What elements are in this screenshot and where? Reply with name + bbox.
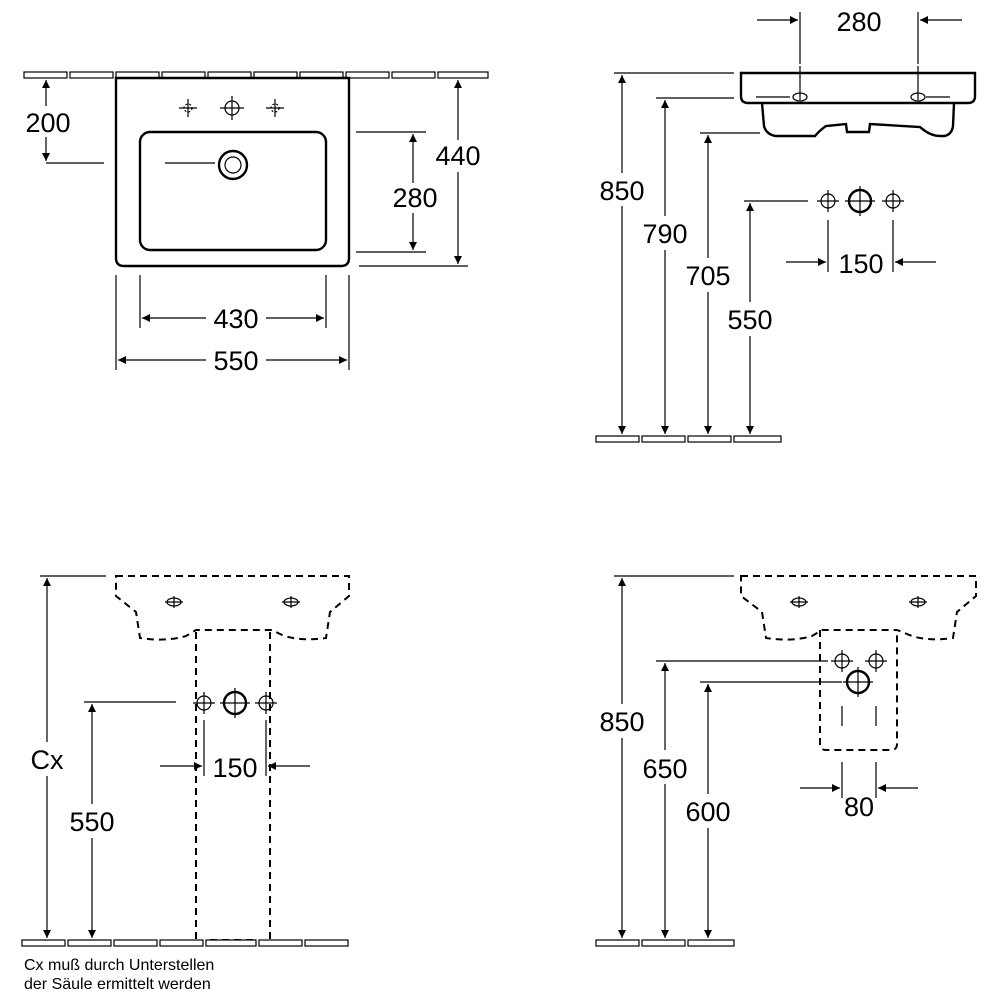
dim-width-outer: 550 (213, 346, 258, 376)
tap-hole-icon (220, 96, 244, 120)
dim-bowl-depth: 280 (392, 183, 437, 213)
dim-tap-offset: 200 (25, 108, 70, 138)
note-line-1: Cx muß durch Unterstellen (24, 957, 214, 974)
semi-pedestal-hidden (819, 630, 898, 751)
dim-cx: Cx (31, 745, 64, 775)
floor-line (595, 939, 735, 947)
drain-icon (165, 149, 249, 181)
dim-depth: 440 (435, 141, 480, 171)
tap-hole-optional-right-icon (266, 99, 284, 117)
dim-height-supply: 650 (642, 754, 687, 784)
basin-profile (739, 71, 977, 105)
wall-line (23, 71, 489, 79)
dim-height-trap: 705 (685, 261, 730, 291)
basin-outline (114, 76, 351, 268)
basin-outline-hidden (740, 575, 977, 641)
bowl-outline (138, 130, 328, 252)
pedestal-view: Cx 550 150 Cx muß durch Unterstellen der… (21, 575, 350, 993)
dim-height-supply: 550 (69, 807, 114, 837)
note-line-2: der Säule ermittelt werden (24, 976, 211, 993)
side-view: 280 850 790 705 (595, 7, 977, 443)
floor-line (21, 939, 349, 947)
dim-supply-spacing: 80 (844, 792, 874, 822)
dim-supply-spacing: 150 (212, 753, 257, 783)
dim-height-supply: 550 (727, 305, 772, 335)
top-view: 200 280 440 430 550 (23, 71, 489, 376)
floor-line (595, 435, 782, 443)
dim-height-under: 790 (642, 219, 687, 249)
pedestal-column-hidden (195, 632, 271, 941)
dim-height-rim: 850 (599, 707, 644, 737)
dim-height-trap: 600 (685, 797, 730, 827)
dim-width-inner: 430 (213, 304, 258, 334)
supply-valves-icon (831, 650, 887, 726)
tap-hole-optional-left-icon (179, 99, 197, 117)
supply-valves-icon (193, 688, 277, 718)
dim-width-top: 280 (836, 7, 881, 37)
semi-pedestal-view: 850 650 600 80 (595, 575, 977, 947)
dim-height-rim: 850 (599, 176, 644, 206)
supply-valves-icon (817, 186, 904, 216)
basin-outline-hidden (115, 575, 350, 641)
dim-supply-spacing: 150 (838, 249, 883, 279)
